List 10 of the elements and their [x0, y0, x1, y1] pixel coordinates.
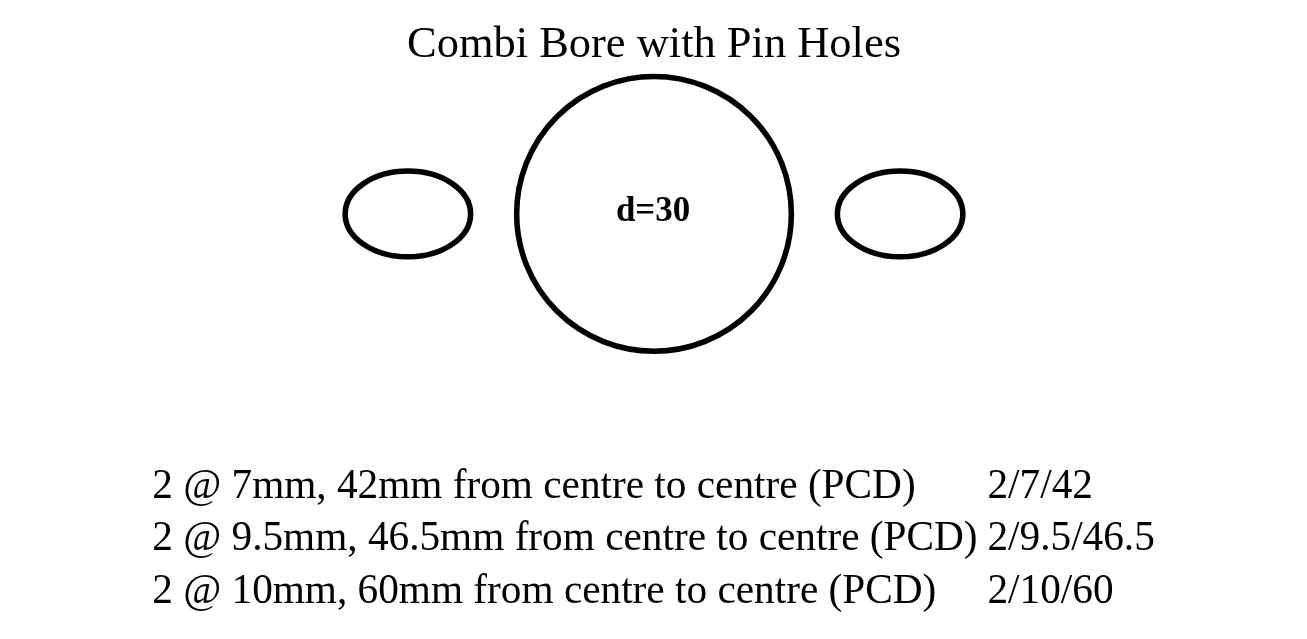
label: 2 @ 7mm, 42mm from centre to centre (PCD) — [151, 460, 916, 507]
label: 2 @ 10mm, 60mm from centre to centre (PCD) — [151, 565, 936, 612]
node-circle: d=30 — [513, 73, 794, 355]
label: 2/7/42 — [986, 460, 1093, 507]
node-ellipse — [341, 168, 473, 260]
label: 2/10/60 — [986, 565, 1114, 612]
diagram-title: Combi Bore with Pin Holes — [406, 16, 901, 67]
node-ellipse — [834, 168, 966, 260]
label: 2 @ 9.5mm, 46.5mm from centre to centre (PCD) — [151, 513, 978, 560]
label: 2/9.5/46.5 — [986, 513, 1155, 560]
